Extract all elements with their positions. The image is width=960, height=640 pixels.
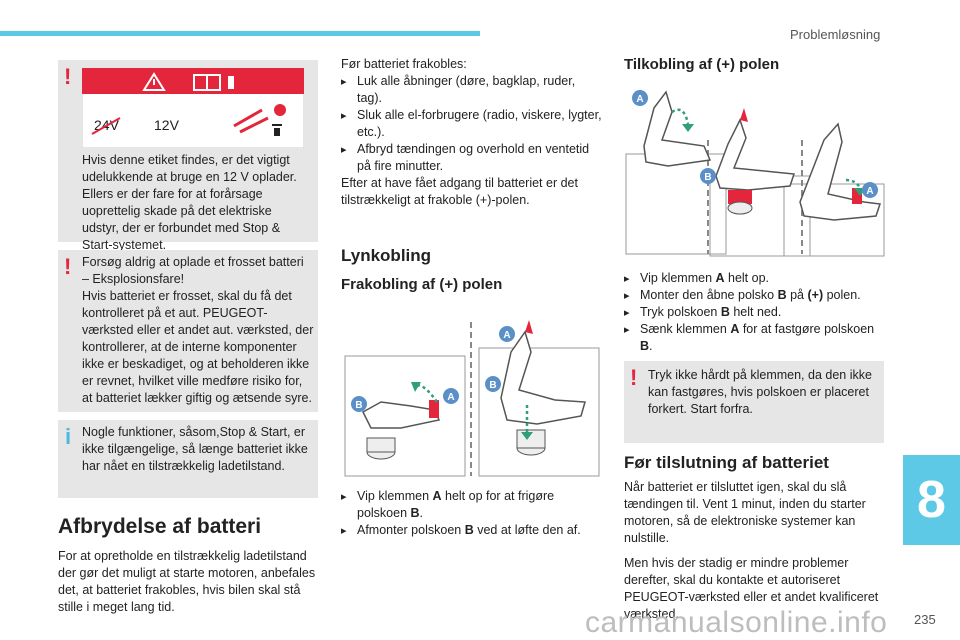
warning-exclamation-icon: !: [64, 254, 72, 279]
list-item: ▸ Vip klemmen A helt op.: [624, 271, 770, 285]
chapter-tab: 8: [903, 455, 960, 545]
bullet-icon: ▸: [341, 143, 347, 156]
connect-figure: A B A: [624, 84, 886, 260]
info-icon: i: [65, 424, 72, 449]
before-after-text: Efter at have fået adgang til batteriet …: [341, 176, 578, 207]
bullet-icon: ▸: [624, 272, 630, 285]
list-item: ▸ Monter den åbne polsko B på (+) polen.: [624, 288, 861, 302]
list-item-text: Afbryd tændingen og overhold en ventetid…: [357, 142, 590, 173]
list-item: ▸ Sluk alle el-forbrugere (radio, viskere…: [341, 107, 603, 141]
info-box: i Nogle funktioner, såsom,Stop & Start, …: [58, 420, 318, 498]
frozen-battery-warning-box: ! Forsøg aldrig at oplade et frosset bat…: [58, 250, 318, 412]
list-item: ▸ Afbryd tændingen og overhold en venteti…: [341, 141, 603, 175]
callout-letter: B: [489, 380, 496, 391]
before-connect-p1: Når batteriet er tilsluttet igen, skal d…: [624, 480, 866, 545]
before-intro: Før batteriet frakobles:: [341, 57, 467, 71]
callout-letter: A: [866, 186, 873, 197]
section-title: Problemløsning: [790, 27, 881, 42]
terminal-clamp-step3: [799, 122, 882, 221]
watermark: carmanualsonline.info: [585, 606, 888, 639]
label-warning-box: ! 24V 12V Hvis denne etiket findes, er d…: [58, 60, 318, 252]
list-item-text: Luk alle åbninger (døre, bagklap, ruder,…: [357, 74, 576, 105]
callout-letter: B: [355, 400, 362, 411]
connect-plus-heading: Tilkobling af (+) polen: [624, 56, 780, 73]
warning-triangle-icon: [142, 72, 166, 91]
disconnect-steps: ▸ Vip klemmen A helt op for at frigøre p…: [341, 488, 603, 539]
callout-letter: A: [503, 330, 510, 341]
bullet-icon: ▸: [341, 109, 347, 122]
info-text: Nogle funktioner, såsom,Stop & Start, er…: [82, 425, 308, 473]
manual-book-icon: [193, 74, 234, 91]
before-connect-p2: Men hvis der stadig er mindre problemer …: [624, 556, 879, 621]
charger-clamp-icon: [233, 104, 286, 136]
bullet-icon: ▸: [624, 306, 630, 319]
terminal-clamp-left: [362, 400, 441, 460]
frozen-warning-line1: Forsøg aldrig at oplade et frosset batte…: [82, 255, 304, 286]
connect-steps: ▸ Vip klemmen A helt op. ▸ Monter den åb…: [624, 270, 886, 355]
callout-letter: A: [447, 392, 454, 403]
before-connect-heading: Før tilslutning af batteriet: [624, 453, 829, 472]
callout-badge-a: A A: [443, 326, 515, 404]
terminal-clamp-step1: [643, 90, 712, 167]
battery-label-figure: 24V 12V: [82, 68, 304, 148]
disconnect-figure: A A B B: [341, 312, 603, 480]
list-item: ▸ Sænk klemmen A for at fastgøre polskoe…: [624, 322, 875, 353]
callout-badge-b: B B: [351, 376, 501, 412]
list-item-text: Sluk alle el-forbrugere (radio, viskere,…: [357, 108, 602, 139]
connect-warning-text: Tryk ikke hårdt på klemmen, da den ikke …: [648, 368, 872, 416]
disconnect-battery-heading: Afbrydelse af batteri: [58, 515, 262, 538]
list-item: ▸ Tryk polskoen B helt ned.: [624, 305, 782, 319]
header-accent-bar: [0, 31, 480, 36]
before-connect-body: Når batteriet er tilsluttet igen, skal d…: [624, 479, 886, 623]
callout-badges: A B A: [632, 90, 878, 198]
list-item: ▸ Vip klemmen A helt op for at frigøre p…: [341, 489, 555, 520]
bullet-icon: ▸: [341, 75, 347, 88]
label-warning-text: Hvis denne etiket findes, er det vigtigt…: [82, 153, 297, 252]
before-disconnect-block: Før batteriet frakobles: ▸ Luk alle åbnin…: [341, 56, 603, 209]
disconnect-plus-heading: Frakobling af (+) polen: [341, 276, 503, 293]
bullet-icon: ▸: [624, 289, 630, 302]
voltage-12v-label: 12V: [154, 117, 180, 133]
disconnect-body-text: For at opretholde en tilstrækkelig ladet…: [58, 549, 316, 614]
connect-warning-box: ! Tryk ikke hårdt på klemmen, da den ikk…: [624, 361, 884, 443]
quick-connect-heading: Lynkobling: [341, 246, 432, 265]
warning-exclamation-icon: !: [630, 365, 638, 390]
warning-exclamation-icon: !: [64, 64, 72, 89]
frozen-warning-line2: Hvis batteriet er frosset, skal du få de…: [82, 289, 314, 405]
lift-arrow-icon: [411, 382, 533, 440]
bullet-icon: ▸: [341, 524, 347, 537]
callout-letter: A: [636, 94, 643, 105]
list-item: ▸ Luk alle åbninger (døre, bagklap, ruder…: [341, 73, 603, 107]
page-number: 235: [914, 612, 936, 627]
disconnect-body: For at opretholde en tilstrækkelig ladet…: [58, 548, 318, 616]
callout-letter: B: [704, 172, 711, 183]
terminal-clamp-step2: [715, 108, 796, 215]
list-item: ▸ Afmonter polskoen B ved at løfte den a…: [341, 523, 581, 537]
bullet-icon: ▸: [624, 323, 630, 336]
bullet-icon: ▸: [341, 490, 347, 503]
terminal-clamp-right: [500, 320, 586, 456]
